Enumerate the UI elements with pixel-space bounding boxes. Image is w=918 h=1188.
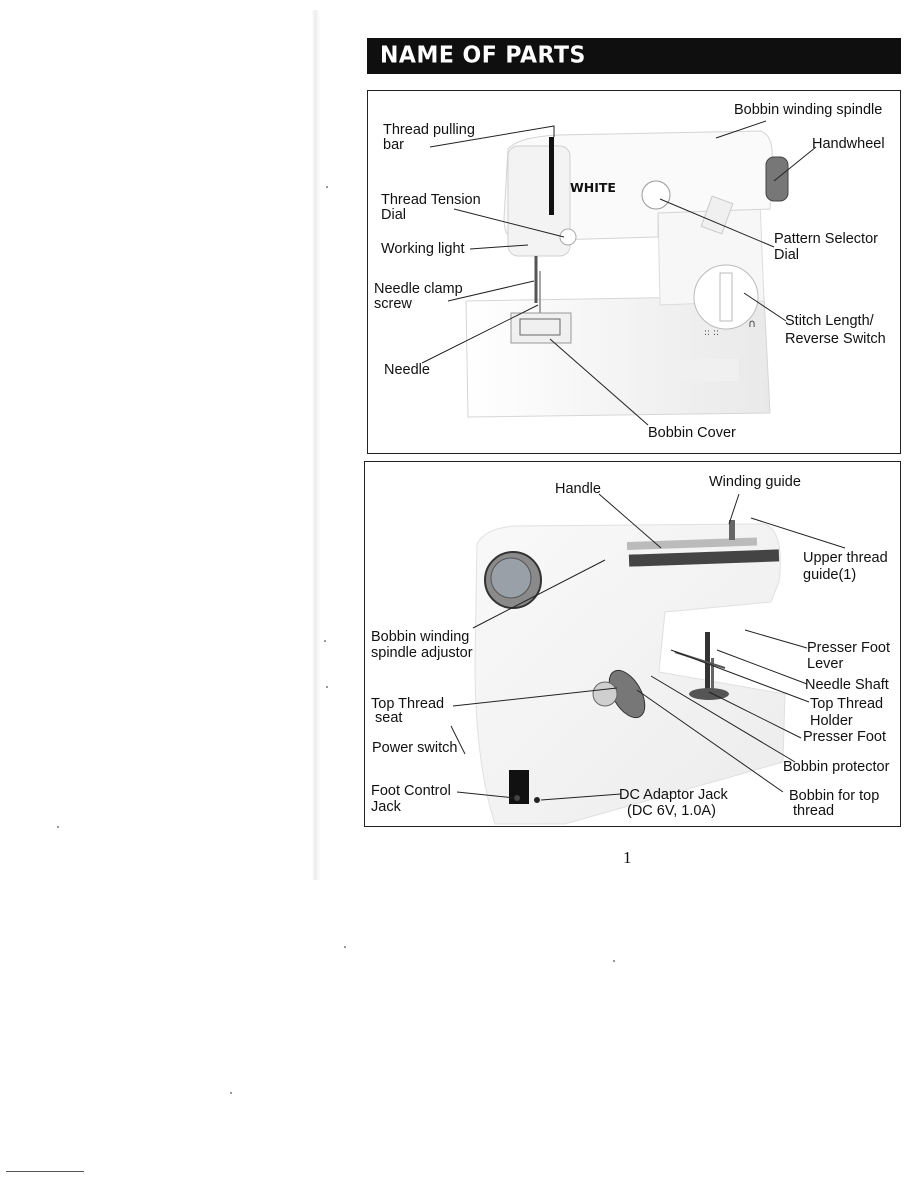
label-stitch-length-1: Stitch Length/	[785, 313, 874, 329]
machine-body	[474, 523, 786, 825]
label-top-thread-holder-1: Top Thread	[810, 696, 884, 712]
label-handwheel: Handwheel	[812, 136, 885, 152]
leader-winding-guide	[728, 493, 740, 525]
label-needle: Needle	[384, 362, 430, 378]
stitch-length-dial	[693, 264, 759, 330]
leader-pattern-selector	[659, 198, 775, 248]
label-thread-tension-dial-2: Dial	[381, 207, 406, 223]
leader-top-thread-seat	[452, 687, 618, 707]
scan-speck	[57, 826, 59, 828]
scan-speck	[344, 946, 346, 948]
side-view-figure: Handle Winding guide Upper thread guide(…	[364, 461, 901, 827]
side-leader-lines	[450, 493, 846, 801]
leader-bobbin-winding-spindle	[715, 120, 767, 139]
leader-upper-thread-guide	[750, 517, 846, 549]
label-bobbin-adjustor-2: spindle adjustor	[371, 645, 473, 661]
scan-speck	[613, 960, 615, 962]
leader-handwheel	[773, 146, 817, 182]
label-presser-foot: Presser Foot	[803, 729, 886, 745]
leader-top-thread-holder	[670, 649, 810, 703]
side-machine-illustration	[474, 520, 786, 825]
leader-stitch-length	[743, 292, 787, 322]
label-foot-control-jack-1: Foot Control	[371, 783, 451, 799]
leader-foot-control	[456, 791, 516, 799]
leader-presser-foot	[708, 691, 802, 739]
carry-handle	[628, 549, 780, 567]
leader-working-light	[469, 244, 529, 250]
front-leader-lines	[421, 120, 817, 426]
page-number: 1	[623, 848, 632, 867]
label-handle: Handle	[555, 481, 601, 497]
label-thread-pulling-bar-2: bar	[383, 137, 404, 153]
leader-bobbin-adjustor	[472, 559, 606, 629]
label-thread-pulling-bar-1: Thread pulling	[383, 122, 475, 138]
label-upper-thread-guide-1: Upper thread	[803, 550, 888, 566]
leader-bobbin-top-thread	[636, 689, 784, 793]
label-bobbin-adjustor-1: Bobbin winding	[371, 629, 470, 645]
dc-jack	[534, 797, 540, 803]
leader-needle-shaft	[716, 649, 808, 685]
label-stitch-length-2: Reverse Switch	[785, 331, 886, 347]
leader-needle	[421, 304, 539, 364]
leader-bobbin-protector	[650, 675, 796, 763]
front-machine-illustration: :: :: ∩ WHITE	[465, 130, 789, 418]
leader-handle	[598, 493, 662, 549]
binding-gutter	[312, 10, 320, 880]
label-top-thread-holder-2: Holder	[810, 713, 853, 729]
page-title: NAME OF PARTS	[380, 42, 586, 69]
label-working-light: Working light	[381, 241, 465, 257]
label-pattern-selector-dial-2: Dial	[774, 247, 799, 263]
top-thread-spool	[700, 195, 734, 235]
label-thread-tension-dial-1: Thread Tension	[381, 192, 481, 208]
thread-tension-dial	[559, 228, 577, 246]
scan-speck	[326, 686, 328, 688]
scan-speck	[230, 1092, 232, 1094]
label-dc-adaptor-jack-2: (DC 6V, 1.0A)	[627, 803, 716, 819]
label-bobbin-top-thread-1: Bobbin for top	[789, 788, 880, 804]
foot-control-panel	[509, 770, 529, 804]
label-upper-thread-guide-2: guide(1)	[803, 567, 857, 583]
leader-bobbin-cover	[549, 338, 649, 426]
leader-thread-pulling-bar	[429, 125, 555, 148]
label-winding-guide: Winding guide	[709, 474, 801, 490]
machine-head	[507, 145, 571, 257]
label-top-thread-seat-2: seat	[375, 710, 403, 726]
label-top-thread-seat-1: Top Thread	[371, 696, 445, 712]
pattern-selector-dial	[641, 180, 671, 210]
label-dc-adaptor-jack-1: DC Adaptor Jack	[619, 787, 728, 803]
label-pattern-selector-dial-1: Pattern Selector	[774, 231, 878, 247]
label-needle-clamp-screw-1: Needle clamp	[374, 281, 463, 297]
label-bobbin-protector: Bobbin protector	[783, 759, 890, 775]
label-bobbin-winding-spindle: Bobbin winding spindle	[734, 102, 883, 118]
brand-logo: WHITE	[570, 180, 616, 195]
leader-power-switch	[450, 725, 466, 755]
label-needle-shaft: Needle Shaft	[805, 677, 889, 693]
leader-presser-foot-lever	[744, 629, 808, 649]
svg-text:∩: ∩	[748, 317, 756, 330]
svg-text::: ::: :: ::	[704, 328, 719, 338]
label-needle-clamp-screw-2: screw	[374, 296, 412, 312]
scan-edge-line	[6, 1171, 84, 1172]
front-view-figure: :: :: ∩ WHITE Bobbin winding spindle Thr…	[367, 90, 901, 454]
thread-pulling-bar	[549, 137, 554, 215]
label-presser-foot-lever-2: Lever	[807, 656, 844, 672]
leader-dc-adaptor	[540, 793, 622, 801]
label-foot-control-jack-2: Jack	[371, 799, 401, 815]
scan-speck	[324, 640, 326, 642]
label-presser-foot-lever-1: Presser Foot	[807, 640, 890, 656]
leader-thread-tension	[453, 208, 565, 238]
scan-speck	[326, 186, 328, 188]
leader-needle-clamp	[447, 280, 535, 302]
label-power-switch: Power switch	[372, 740, 458, 756]
needle-plate	[510, 312, 572, 344]
label-bobbin-top-thread-2: thread	[793, 803, 835, 819]
winding-guide-post	[729, 520, 735, 540]
section-banner: NAME OF PARTS	[367, 38, 901, 74]
label-bobbin-cover: Bobbin Cover	[648, 425, 736, 441]
